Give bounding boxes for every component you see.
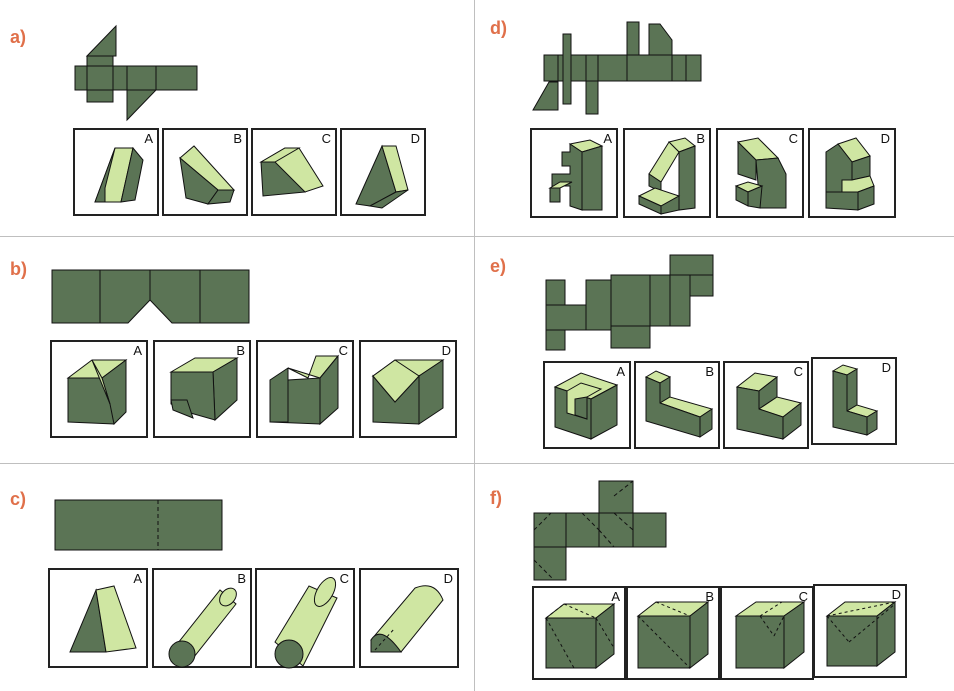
solid-shape — [628, 588, 722, 682]
solid-shape — [534, 588, 628, 682]
option-f-D[interactable]: D — [813, 584, 907, 678]
option-f-B[interactable]: B — [626, 586, 720, 680]
option-f-C[interactable]: C — [720, 586, 814, 680]
solid-shape — [815, 586, 909, 680]
option-f-A[interactable]: A — [532, 586, 626, 680]
solid-shape — [722, 588, 816, 682]
